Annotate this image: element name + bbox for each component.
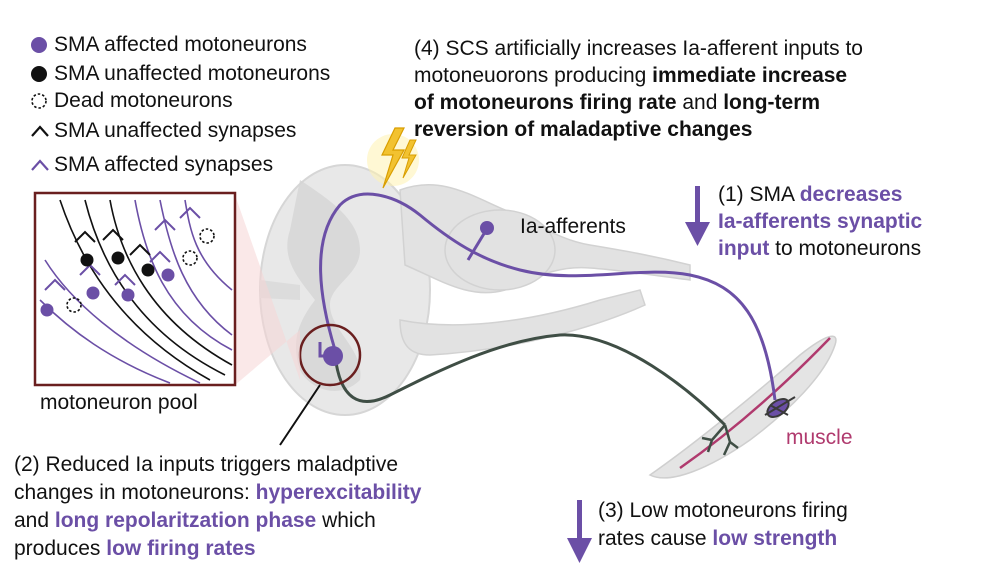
step1-line3: input to motoneurons (718, 236, 921, 262)
legend-affected-synapses: SMA affected synapses (30, 153, 273, 177)
legend-text: SMA affected synapses (54, 153, 274, 176)
legend-text: SMA unaffected motoneurons (54, 62, 331, 85)
muscle-spindle-ending (764, 396, 796, 418)
ia-afferent-cell-branch (466, 231, 487, 261)
step4-emphasis: immediate increase (652, 64, 848, 87)
step4-line3: of motoneurons firing rate and long-term (414, 90, 820, 116)
unaffected-motoneuron-icon (30, 64, 50, 84)
ia-afferents-label: Ia-afferents (520, 215, 626, 238)
legend-affected-motoneurons: SMA affected motoneurons (30, 33, 307, 57)
step3-line2: rates cause low strength (598, 526, 837, 552)
step2-emphasis: low firing rates (106, 537, 256, 560)
zoom-wedge (235, 195, 300, 385)
motoneuron-pool-label: motoneuron pool (40, 391, 198, 414)
legend-unaffected-synapses: SMA unaffected synapses (30, 119, 296, 143)
step3-emphasis: low strength (712, 527, 838, 550)
step4-line2: motoneuorons producing immediate increas… (414, 63, 847, 89)
step2-text: and (14, 509, 55, 532)
muscle (648, 335, 837, 479)
highlighted-motoneuron (323, 346, 343, 366)
affected-motoneuron-icon (30, 35, 50, 55)
step2-emphasis: hyperexcitability (255, 481, 422, 504)
step2-emphasis: long repolaritzation phase (54, 509, 317, 532)
step4-emphasis: of motoneurons firing rate (414, 91, 677, 114)
motor-axon (333, 333, 727, 427)
step4-text: and (676, 91, 724, 114)
neuromuscular-junction-efferent (701, 424, 739, 456)
step2-line3: and long repolaritzation phase which (14, 508, 376, 534)
step2-line1: (2) Reduced Ia inputs triggers maladptiv… (14, 453, 399, 476)
legend-text: Dead motoneurons (54, 89, 233, 112)
unaffected-synapse-icon (30, 121, 50, 141)
step2-pointer-line (279, 384, 321, 446)
highlighted-synapse (318, 342, 328, 358)
legend-dead-motoneurons: Dead motoneurons (30, 89, 233, 113)
step1-emphasis: input (718, 237, 770, 260)
step1-line2: Ia-afferents synaptic (718, 210, 923, 233)
step2-line4: produces low firing rates (14, 536, 256, 562)
legend-unaffected-motoneurons: SMA unaffected motoneurons (30, 62, 330, 86)
step4-emphasis: long-term (723, 91, 821, 114)
step2-text: which (316, 509, 376, 532)
ia-afferent-axon (319, 192, 777, 401)
nerve-roots (399, 183, 691, 356)
legend-text: SMA affected motoneurons (54, 33, 307, 56)
step3-text: rates cause (598, 527, 713, 550)
step2-text: changes in motoneurons: (14, 481, 256, 504)
step2-line2: changes in motoneurons: hyperexcitabilit… (14, 480, 421, 506)
muscle-label: muscle (786, 426, 853, 449)
step1-text: to motoneurons (769, 237, 922, 260)
ia-afferent-cell-body (480, 221, 494, 235)
affected-synapse-icon (30, 155, 50, 175)
step4-line1: (4) SCS artificially increases Ia-affere… (414, 37, 863, 60)
dead-motoneuron-icon (30, 91, 50, 111)
step1-line1: (1) SMA decreases (718, 182, 902, 208)
lightning-bolt-icon (367, 127, 419, 189)
down-arrow-icon (567, 500, 592, 563)
down-arrow-icon (685, 186, 710, 246)
motoneuron-pool-inset (33, 191, 237, 387)
step4-line4: reversion of maladaptive changes (414, 118, 753, 141)
step2-text: produces (14, 537, 107, 560)
step4-text: motoneuorons producing (414, 64, 653, 87)
step1-emphasis: decreases (799, 183, 903, 206)
step3-line1: (3) Low motoneurons firing (598, 499, 848, 522)
step1-text: (1) SMA (718, 183, 800, 206)
legend-text: SMA unaffected synapses (54, 119, 297, 142)
